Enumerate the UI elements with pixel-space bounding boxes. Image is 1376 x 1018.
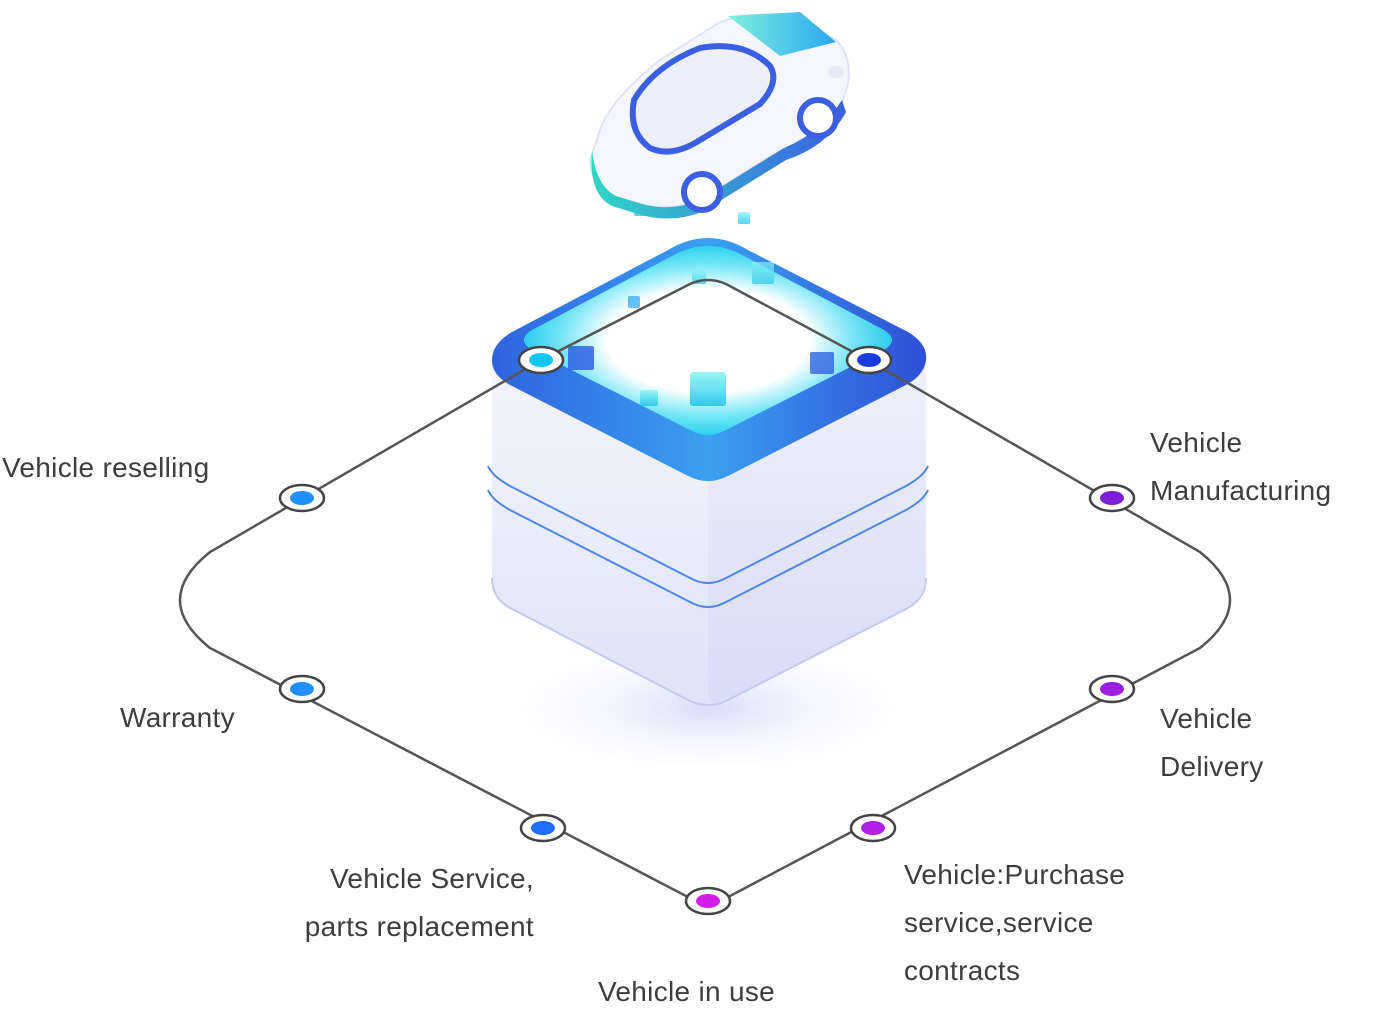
platform-shadow xyxy=(478,633,938,783)
label-line: Delivery xyxy=(1160,751,1264,782)
headlight xyxy=(828,66,844,78)
cube xyxy=(690,372,726,406)
rear-wheel-icon xyxy=(797,97,839,139)
node-service[interactable] xyxy=(519,813,567,843)
car-illustration xyxy=(588,12,850,219)
node-top-right[interactable] xyxy=(845,345,893,375)
label-vehicle-in-use: Vehicle in use xyxy=(598,968,775,1016)
label-vehicle-purchase: Vehicle:Purchase service,service contrac… xyxy=(904,851,1125,995)
cube xyxy=(752,262,774,284)
platform-stripe-2 xyxy=(487,489,929,608)
node-in-use[interactable] xyxy=(684,886,732,916)
platform-top-glow xyxy=(524,246,892,435)
cube xyxy=(738,212,750,224)
node-delivery[interactable] xyxy=(1088,674,1136,704)
platform xyxy=(487,200,929,706)
label-line: Vehicle Service, xyxy=(329,863,534,894)
platform-stripe-1 xyxy=(487,465,929,584)
cube xyxy=(640,390,658,406)
front-wheel-icon xyxy=(681,171,723,213)
label-warranty: Warranty xyxy=(120,694,235,742)
platform-bottom-edge xyxy=(491,577,927,706)
label-line: contracts xyxy=(904,955,1021,986)
node-purchase[interactable] xyxy=(849,813,897,843)
label-line: Vehicle xyxy=(1160,703,1253,734)
label-line: service,service xyxy=(904,907,1094,938)
lifecycle-path xyxy=(178,278,1232,903)
label-line: parts replacement xyxy=(304,911,534,942)
label-line: Vehicle xyxy=(1150,427,1243,458)
label-line: Warranty xyxy=(120,702,235,733)
cube xyxy=(628,296,640,308)
label-vehicle-reselling: Vehicle reselling xyxy=(2,444,209,492)
car-roof-panel xyxy=(728,12,836,56)
node-top-left[interactable] xyxy=(517,345,565,375)
node-reselling[interactable] xyxy=(278,483,326,513)
cube xyxy=(810,352,834,374)
car-windshield xyxy=(629,43,777,155)
cube xyxy=(568,346,594,370)
node-warranty[interactable] xyxy=(278,674,326,704)
label-line: Vehicle:Purchase xyxy=(904,859,1126,890)
label-line: Vehicle in use xyxy=(598,976,775,1007)
label-vehicle-service: Vehicle Service, parts replacement xyxy=(240,855,534,951)
label-line: Vehicle reselling xyxy=(2,452,210,483)
label-line: Manufacturing xyxy=(1150,475,1332,506)
node-manufacturing[interactable] xyxy=(1088,483,1136,513)
label-vehicle-manufacturing: Vehicle Manufacturing xyxy=(1150,419,1331,515)
label-vehicle-delivery: Vehicle Delivery xyxy=(1160,695,1264,791)
